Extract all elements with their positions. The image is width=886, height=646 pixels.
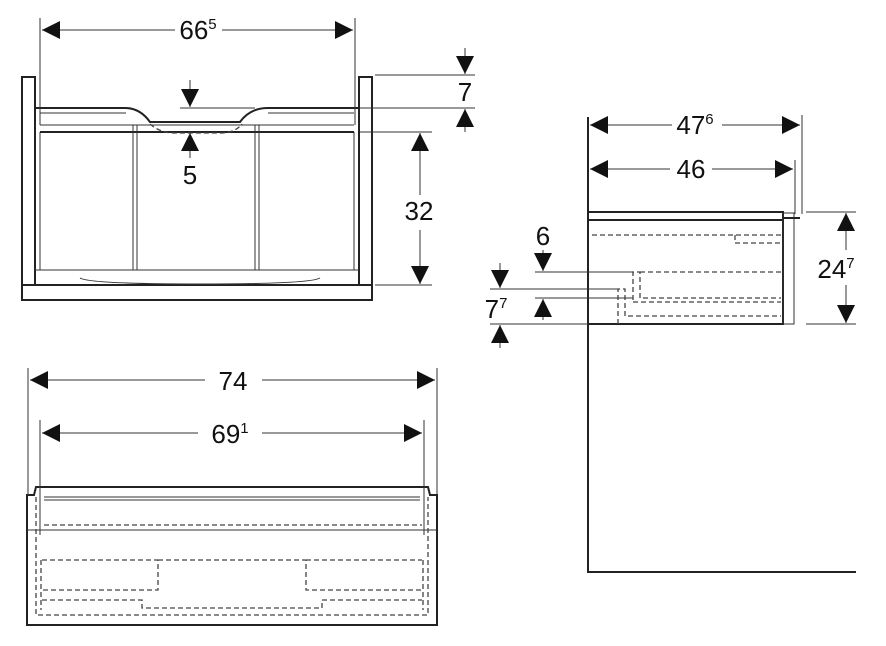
svg-text:476: 476 bbox=[676, 110, 713, 140]
wall-line bbox=[587, 117, 856, 573]
cabinet-side-outline bbox=[587, 211, 800, 325]
dimension-front-width-body: 691 bbox=[39, 419, 425, 535]
dim-label: 47 bbox=[676, 110, 705, 140]
svg-text:691: 691 bbox=[211, 419, 248, 449]
svg-text:77: 77 bbox=[485, 294, 508, 324]
dimension-top-offset: 7 bbox=[360, 48, 475, 132]
side-view: 476 46 247 6 77 bbox=[484, 110, 856, 573]
dimension-front-width-overall: 74 bbox=[27, 366, 438, 495]
cabinet-front-outline bbox=[26, 486, 438, 626]
dim-sup: 7 bbox=[499, 295, 507, 312]
dimension-drawer-offset: 6 bbox=[534, 221, 633, 320]
cabinet-top-outline bbox=[21, 76, 373, 301]
dimension-basin-depth: 5 bbox=[180, 80, 255, 190]
dim-sup: 5 bbox=[208, 16, 216, 33]
dim-label: 7 bbox=[458, 77, 472, 107]
dim-sup: 1 bbox=[240, 420, 248, 437]
front-view: 74 691 bbox=[26, 366, 438, 626]
dimension-top-width: 665 bbox=[39, 15, 356, 125]
top-view: 665 7 5 32 bbox=[21, 15, 475, 301]
svg-text:665: 665 bbox=[179, 15, 216, 45]
dim-label: 32 bbox=[405, 196, 434, 226]
dimension-top-height: 32 bbox=[360, 131, 434, 286]
dim-label: 5 bbox=[183, 160, 197, 190]
dimension-side-height: 247 bbox=[806, 211, 856, 325]
dim-label: 74 bbox=[219, 366, 248, 396]
dimension-side-depth-overall: 476 bbox=[590, 110, 803, 214]
dim-label: 7 bbox=[485, 294, 499, 324]
dim-sup: 7 bbox=[846, 255, 854, 272]
dim-sup: 6 bbox=[705, 111, 713, 128]
dim-label: 46 bbox=[677, 154, 706, 184]
dim-label: 6 bbox=[536, 221, 550, 251]
svg-text:247: 247 bbox=[817, 254, 854, 284]
dim-label: 66 bbox=[179, 15, 208, 45]
dimension-bottom-offset: 77 bbox=[484, 263, 618, 348]
dim-label: 69 bbox=[211, 419, 240, 449]
dim-label: 24 bbox=[817, 254, 846, 284]
dimension-side-depth-body: 46 bbox=[590, 154, 796, 214]
